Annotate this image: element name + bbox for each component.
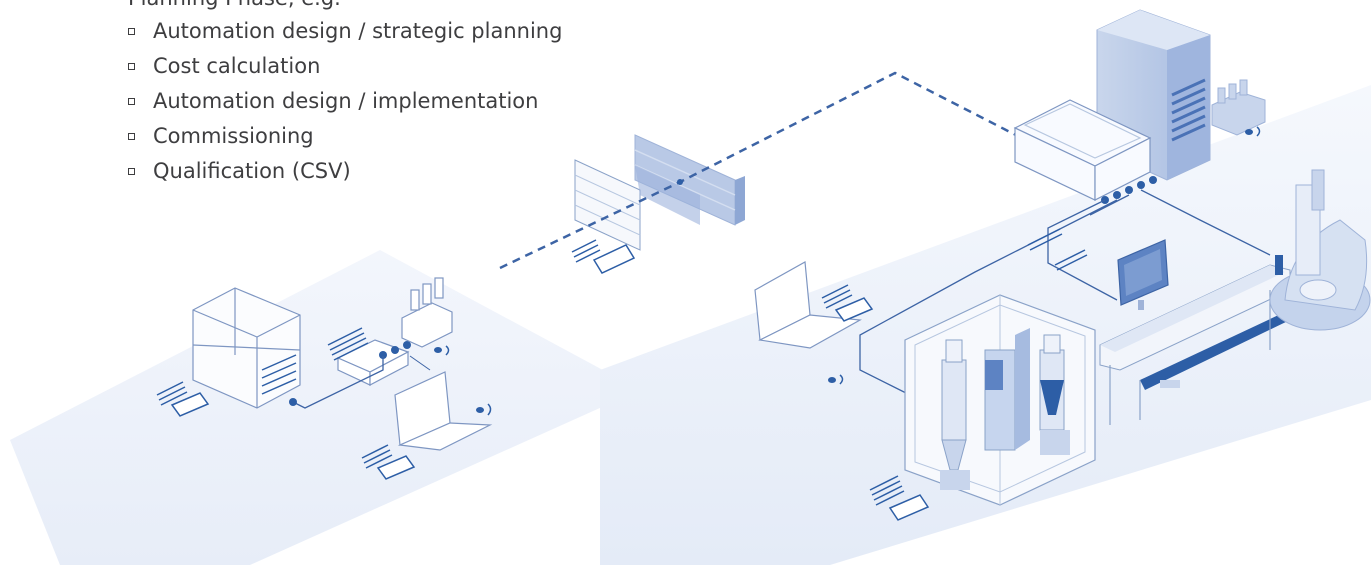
left-controller-icon (401, 277, 453, 348)
bullet-item: Qualification (CSV) (124, 154, 562, 189)
filling-machine-icon (1269, 169, 1371, 331)
bullet-text: Automation design / strategic planning (153, 19, 563, 43)
doc-icon-enclosure (869, 475, 930, 521)
left-server-cabinet-icon (192, 287, 301, 409)
firewall-icon (574, 134, 745, 251)
doc-icon-left-switch (327, 327, 369, 361)
monitor-icon (1117, 239, 1169, 310)
right-controller-icon (1211, 79, 1266, 136)
bullet-text: Automation design / implementation (153, 89, 539, 113)
phase-task-list: Automation design / strategic planning C… (124, 14, 562, 189)
right-cables (859, 189, 1271, 401)
bullet-item: Commissioning (124, 119, 562, 154)
conveyor-belt-icon (1099, 264, 1291, 425)
left-laptop-icon (394, 371, 493, 451)
bullet-text: Commissioning (153, 124, 314, 148)
bullet-text: Qualification (CSV) (153, 159, 351, 183)
wan-dashed-line (499, 71, 1046, 270)
bullet-square-icon (128, 28, 135, 35)
bullet-text: Cost calculation (153, 54, 321, 78)
doc-icon-left-cabinet (156, 381, 210, 417)
cut-off-heading: Planning Phase, e.g. (128, 0, 341, 10)
doc-icon-firewall (571, 239, 636, 274)
left-cable (292, 356, 384, 409)
right-switch-icon (1013, 99, 1152, 201)
wifi-icon-left-controller (434, 345, 450, 356)
left-switch-icon (336, 339, 410, 386)
bullet-square-icon (128, 168, 135, 175)
bullet-item: Automation design / implementation (124, 84, 562, 119)
left-floor-plane (10, 250, 640, 565)
process-enclosure-icon (904, 294, 1096, 506)
doc-icon-right-laptop (821, 284, 874, 322)
right-laptop-icon (754, 261, 862, 349)
doc-icon-right-switch (1027, 228, 1088, 271)
wifi-icon-right-controller (1245, 126, 1261, 137)
left-switch-ports (379, 341, 411, 359)
bullet-square-icon (128, 98, 135, 105)
bullet-item: Cost calculation (124, 49, 562, 84)
doc-icon-left-laptop (361, 444, 416, 480)
wifi-icon-left-laptop (476, 403, 492, 416)
wifi-icon-right-laptop (828, 374, 844, 385)
bullet-square-icon (128, 133, 135, 140)
bullet-square-icon (128, 63, 135, 70)
bullet-item: Automation design / strategic planning (124, 14, 562, 49)
